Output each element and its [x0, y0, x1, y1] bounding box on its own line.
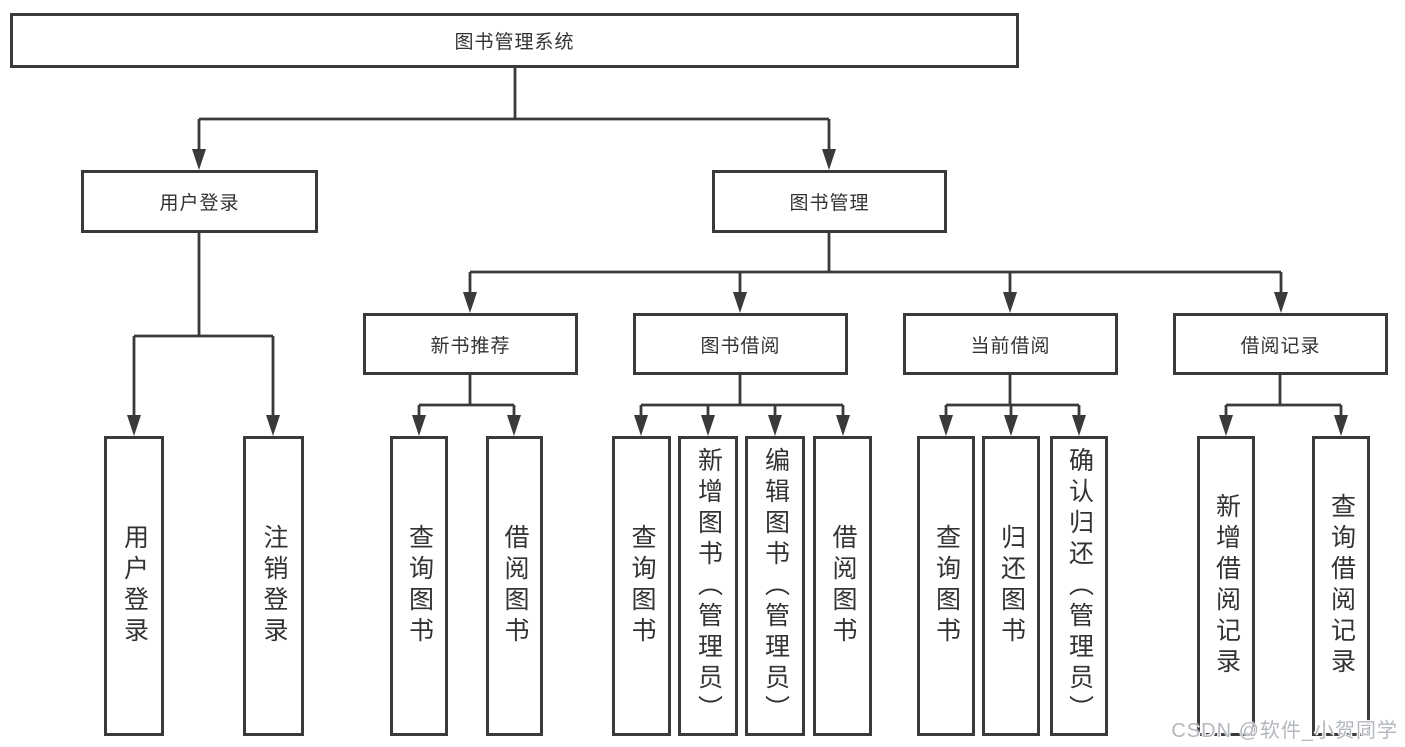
leaf-user-login-label: 用户登录: [120, 524, 149, 648]
node-new-book-recommendation-label: 新书推荐: [430, 335, 511, 357]
leaf-borrow-books-borrowing-label: 借阅图书: [829, 524, 857, 648]
node-book-borrowing-label: 图书借阅: [700, 335, 781, 357]
node-book-borrowing: 图书借阅: [633, 313, 848, 375]
wire-current-borrowing-to-children: [939, 375, 1086, 436]
arrowhead: [939, 415, 953, 436]
arrowhead: [192, 149, 206, 170]
arrowhead: [822, 149, 836, 170]
leaf-query-borrow-record: 查询借阅记录: [1312, 436, 1370, 736]
arrowhead: [733, 292, 747, 313]
wire-new-book-recommendation-to-children: [412, 375, 521, 436]
leaf-borrow-books-recommend-label: 借阅图书: [501, 524, 529, 648]
wire-book-management-to-level3: [463, 233, 1288, 313]
wire-borrowing-records-to-children: [1219, 375, 1348, 436]
arrowhead: [1004, 415, 1018, 436]
leaf-query-borrow-record-label: 查询借阅记录: [1327, 493, 1356, 679]
node-current-borrowing: 当前借阅: [903, 313, 1118, 375]
arrowhead: [836, 415, 850, 436]
leaf-add-borrow-record-label: 新增借阅记录: [1212, 493, 1241, 679]
csdn-watermark: CSDN @软件_小贺同学: [1171, 720, 1398, 742]
node-book-management: 图书管理: [712, 170, 947, 233]
leaf-edit-books-admin-label: 编辑图书（管理员）: [761, 446, 790, 726]
leaf-query-books-borrowing: 查询图书: [612, 436, 671, 736]
node-library-system: 图书管理系统: [10, 13, 1019, 68]
leaf-logout-login-label: 注销登录: [260, 524, 288, 648]
leaf-logout-login: 注销登录: [243, 436, 304, 736]
leaf-add-books-admin-label: 新增图书（管理员）: [694, 446, 723, 726]
wire-book-borrowing-to-children: [634, 375, 850, 436]
arrowhead: [1003, 292, 1017, 313]
arrowhead: [701, 415, 715, 436]
arrowhead: [1072, 415, 1086, 436]
node-library-system-label: 图书管理系统: [454, 32, 575, 53]
leaf-query-books-borrowing-label: 查询图书: [628, 524, 656, 648]
node-user-login: 用户登录: [81, 170, 318, 233]
arrowhead: [412, 415, 426, 436]
node-borrowing-records: 借阅记录: [1173, 313, 1388, 375]
wire-root-to-level2: [192, 68, 836, 170]
leaf-borrow-books-recommend: 借阅图书: [486, 436, 543, 736]
leaf-query-books-recommend: 查询图书: [390, 436, 448, 736]
node-new-book-recommendation: 新书推荐: [363, 313, 578, 375]
arrowhead: [768, 415, 782, 436]
arrowhead: [634, 415, 648, 436]
arrowhead: [266, 415, 280, 436]
arrowhead: [127, 415, 141, 436]
leaf-query-books-current-label: 查询图书: [932, 524, 961, 648]
leaf-query-books-current: 查询图书: [917, 436, 975, 736]
arrowhead: [463, 292, 477, 313]
leaf-return-books: 归还图书: [982, 436, 1040, 736]
leaf-confirm-return-admin: 确认归还（管理员）: [1050, 436, 1108, 736]
leaf-confirm-return-admin-label: 确认归还（管理员）: [1065, 446, 1094, 726]
node-user-login-label: 用户登录: [159, 193, 240, 214]
arrowhead: [1274, 292, 1288, 313]
node-book-management-label: 图书管理: [789, 193, 870, 214]
leaf-query-books-recommend-label: 查询图书: [405, 524, 434, 648]
leaf-add-borrow-record: 新增借阅记录: [1197, 436, 1255, 736]
leaf-add-books-admin: 新增图书（管理员）: [678, 436, 738, 736]
node-current-borrowing-label: 当前借阅: [970, 335, 1051, 357]
node-borrowing-records-label: 借阅记录: [1240, 335, 1321, 357]
leaf-edit-books-admin: 编辑图书（管理员）: [745, 436, 805, 736]
wire-user-login-to-children: [127, 233, 280, 436]
leaf-return-books-label: 归还图书: [997, 524, 1026, 648]
arrowhead: [507, 415, 521, 436]
leaf-borrow-books-borrowing: 借阅图书: [813, 436, 872, 736]
arrowhead: [1219, 415, 1233, 436]
arrowhead: [1334, 415, 1348, 436]
leaf-user-login: 用户登录: [104, 436, 164, 736]
